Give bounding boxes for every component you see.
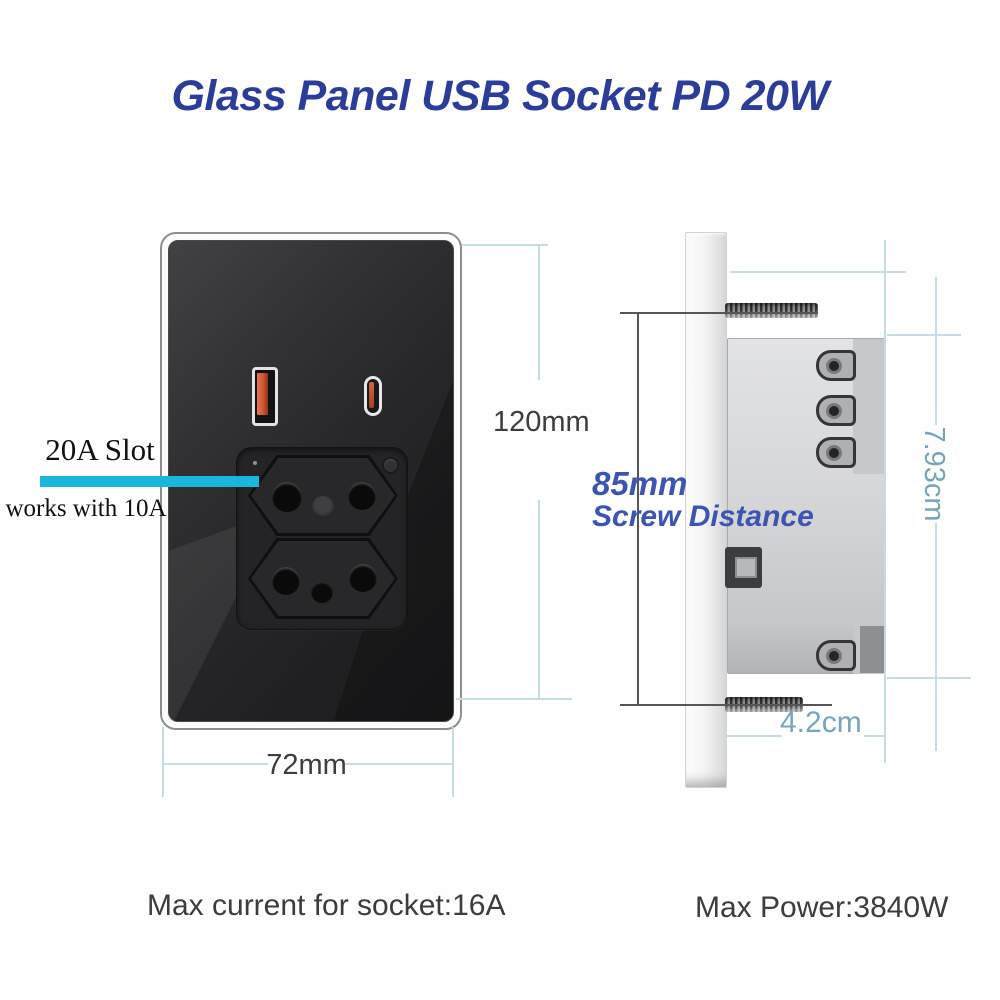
screw-distance-label: 85mm Screw Distance (592, 467, 814, 532)
module-screw-icon (382, 457, 399, 474)
side-height-dimension-label: 7.93cm (918, 426, 950, 522)
side-depth-dimension-label: 4.2cm (780, 706, 862, 739)
dimension-line (887, 334, 961, 336)
usb-a-tongue (257, 373, 268, 415)
wire-terminal (816, 437, 856, 468)
dimension-line (538, 246, 540, 380)
dimension-line (864, 735, 886, 737)
dimension-line (884, 240, 886, 763)
usb-c-port (364, 376, 382, 416)
dimension-line (452, 727, 454, 797)
lower-socket-center-hole (311, 581, 333, 603)
dimension-line (730, 271, 906, 273)
dimension-line (620, 704, 832, 706)
dimension-line (163, 763, 268, 765)
terminal-hole (826, 403, 842, 419)
mounting-screw-top (725, 303, 818, 318)
wire-terminal (816, 395, 856, 426)
max-power-caption: Max Power:3840W (695, 891, 949, 924)
mounting-clip-tab (735, 557, 757, 578)
dimension-line (935, 277, 937, 425)
wire-terminal (816, 640, 856, 671)
side-flange-shadow (860, 626, 885, 673)
dimension-line (725, 735, 782, 737)
side-view-faceplate (685, 232, 727, 788)
dimension-line (456, 698, 572, 700)
front-width-dimension-label: 72mm (266, 749, 347, 781)
slot-callout-sublabel: works with 10A (5, 495, 167, 522)
screw-distance-text: Screw Distance (592, 500, 814, 533)
page-title: Glass Panel USB Socket PD 20W (171, 72, 829, 120)
terminal-hole (826, 358, 842, 374)
wire-terminal (816, 350, 856, 381)
terminal-hole (826, 648, 842, 664)
dimension-line (345, 763, 453, 765)
upper-socket-right-hole (348, 482, 376, 510)
max-current-caption: Max current for socket:16A (147, 889, 506, 922)
callout-arrow (40, 476, 259, 487)
usb-a-port (252, 367, 278, 426)
glass-panel (168, 240, 454, 722)
lower-socket-left-hole (272, 567, 300, 595)
dimension-line (462, 244, 548, 246)
lower-socket-right-hole (349, 564, 377, 592)
upper-socket-left-hole (272, 482, 302, 512)
dimension-line (887, 677, 971, 679)
side-mounting-flange-top (853, 339, 885, 474)
terminal-hole (826, 445, 842, 461)
dimension-line (637, 312, 639, 705)
dimension-line (162, 727, 164, 797)
dimension-line (935, 523, 937, 751)
upper-socket-center-hole (312, 496, 334, 518)
dimension-line (620, 312, 818, 314)
dimension-line (538, 500, 540, 699)
usb-c-pin (369, 382, 374, 408)
slot-callout-label: 20A Slot (45, 432, 155, 467)
screw-distance-value: 85mm (592, 465, 688, 502)
front-height-dimension-label: 120mm (493, 406, 590, 438)
socket-module (236, 447, 408, 630)
socket-front-panel (160, 232, 462, 730)
module-marker-dot (253, 461, 257, 465)
